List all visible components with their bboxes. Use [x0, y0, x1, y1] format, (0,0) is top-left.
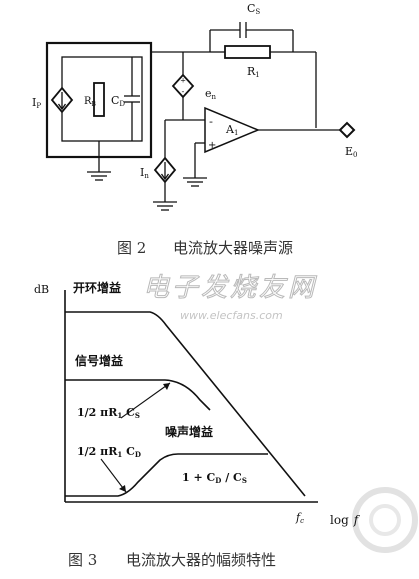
label-noise-gain: 噪声增益	[165, 424, 213, 439]
output-terminal-icon	[338, 121, 356, 139]
watermark-logo-icon	[352, 487, 418, 553]
watermark: 电子发烧友网 www.elecfans.com	[143, 273, 418, 553]
open-loop-gain-curve	[65, 311, 306, 497]
label-noise-gain-value: 1 + CD / CS	[182, 471, 247, 485]
caption-2-text: 电流放大器噪声源	[173, 239, 293, 257]
label-fc: fc	[295, 511, 304, 525]
rb-resistor-icon	[93, 82, 105, 117]
label-minus: -	[209, 115, 213, 128]
label-cd: CD	[111, 94, 125, 108]
label-signal-gain: 信号增益	[75, 353, 123, 368]
caption-3-number: 图 3	[68, 551, 97, 569]
caption-3-text: 电流放大器的幅频特性	[126, 551, 276, 569]
svg-text:-: -	[182, 87, 185, 96]
r1-resistor-icon	[224, 45, 271, 59]
label-open-loop-gain: 开环增益	[73, 280, 121, 295]
circuit-diagram: + - CS R1 IP RB CD en In A1	[32, 2, 358, 211]
bode-plot: dB 开环增益 信号增益 噪声增益 1/2 πR1 CS 1/2 πR1 CD …	[34, 280, 361, 527]
op-amp-a1-icon	[204, 106, 260, 154]
caption-figure-2: 图 2 电流放大器噪声源	[117, 239, 293, 257]
signal-gain-curve	[65, 379, 211, 411]
label-rb: RB	[84, 96, 97, 108]
caption-figure-3: 图 3 电流放大器的幅频特性	[68, 551, 276, 569]
label-r1: R1	[247, 65, 260, 79]
label-a1: A1	[225, 123, 238, 137]
label-pole-cd: 1/2 πR1 CD	[77, 445, 141, 459]
label-ip: IP	[32, 96, 41, 110]
caption-2-number: 图 2	[117, 239, 146, 257]
label-e0: E0	[345, 145, 358, 159]
label-cs: CS	[247, 2, 260, 16]
noise-gain-curve	[65, 453, 268, 497]
svg-text:+: +	[180, 77, 186, 85]
y-axis-unit: dB	[34, 283, 49, 296]
label-en: en	[205, 87, 217, 101]
label-pole-cs: 1/2 πR1 CS	[77, 406, 140, 420]
watermark-chinese: 电子发烧友网	[143, 273, 317, 303]
label-plus: +	[208, 140, 216, 151]
watermark-url: www.elecfans.com	[180, 309, 283, 322]
label-in: In	[140, 166, 149, 180]
